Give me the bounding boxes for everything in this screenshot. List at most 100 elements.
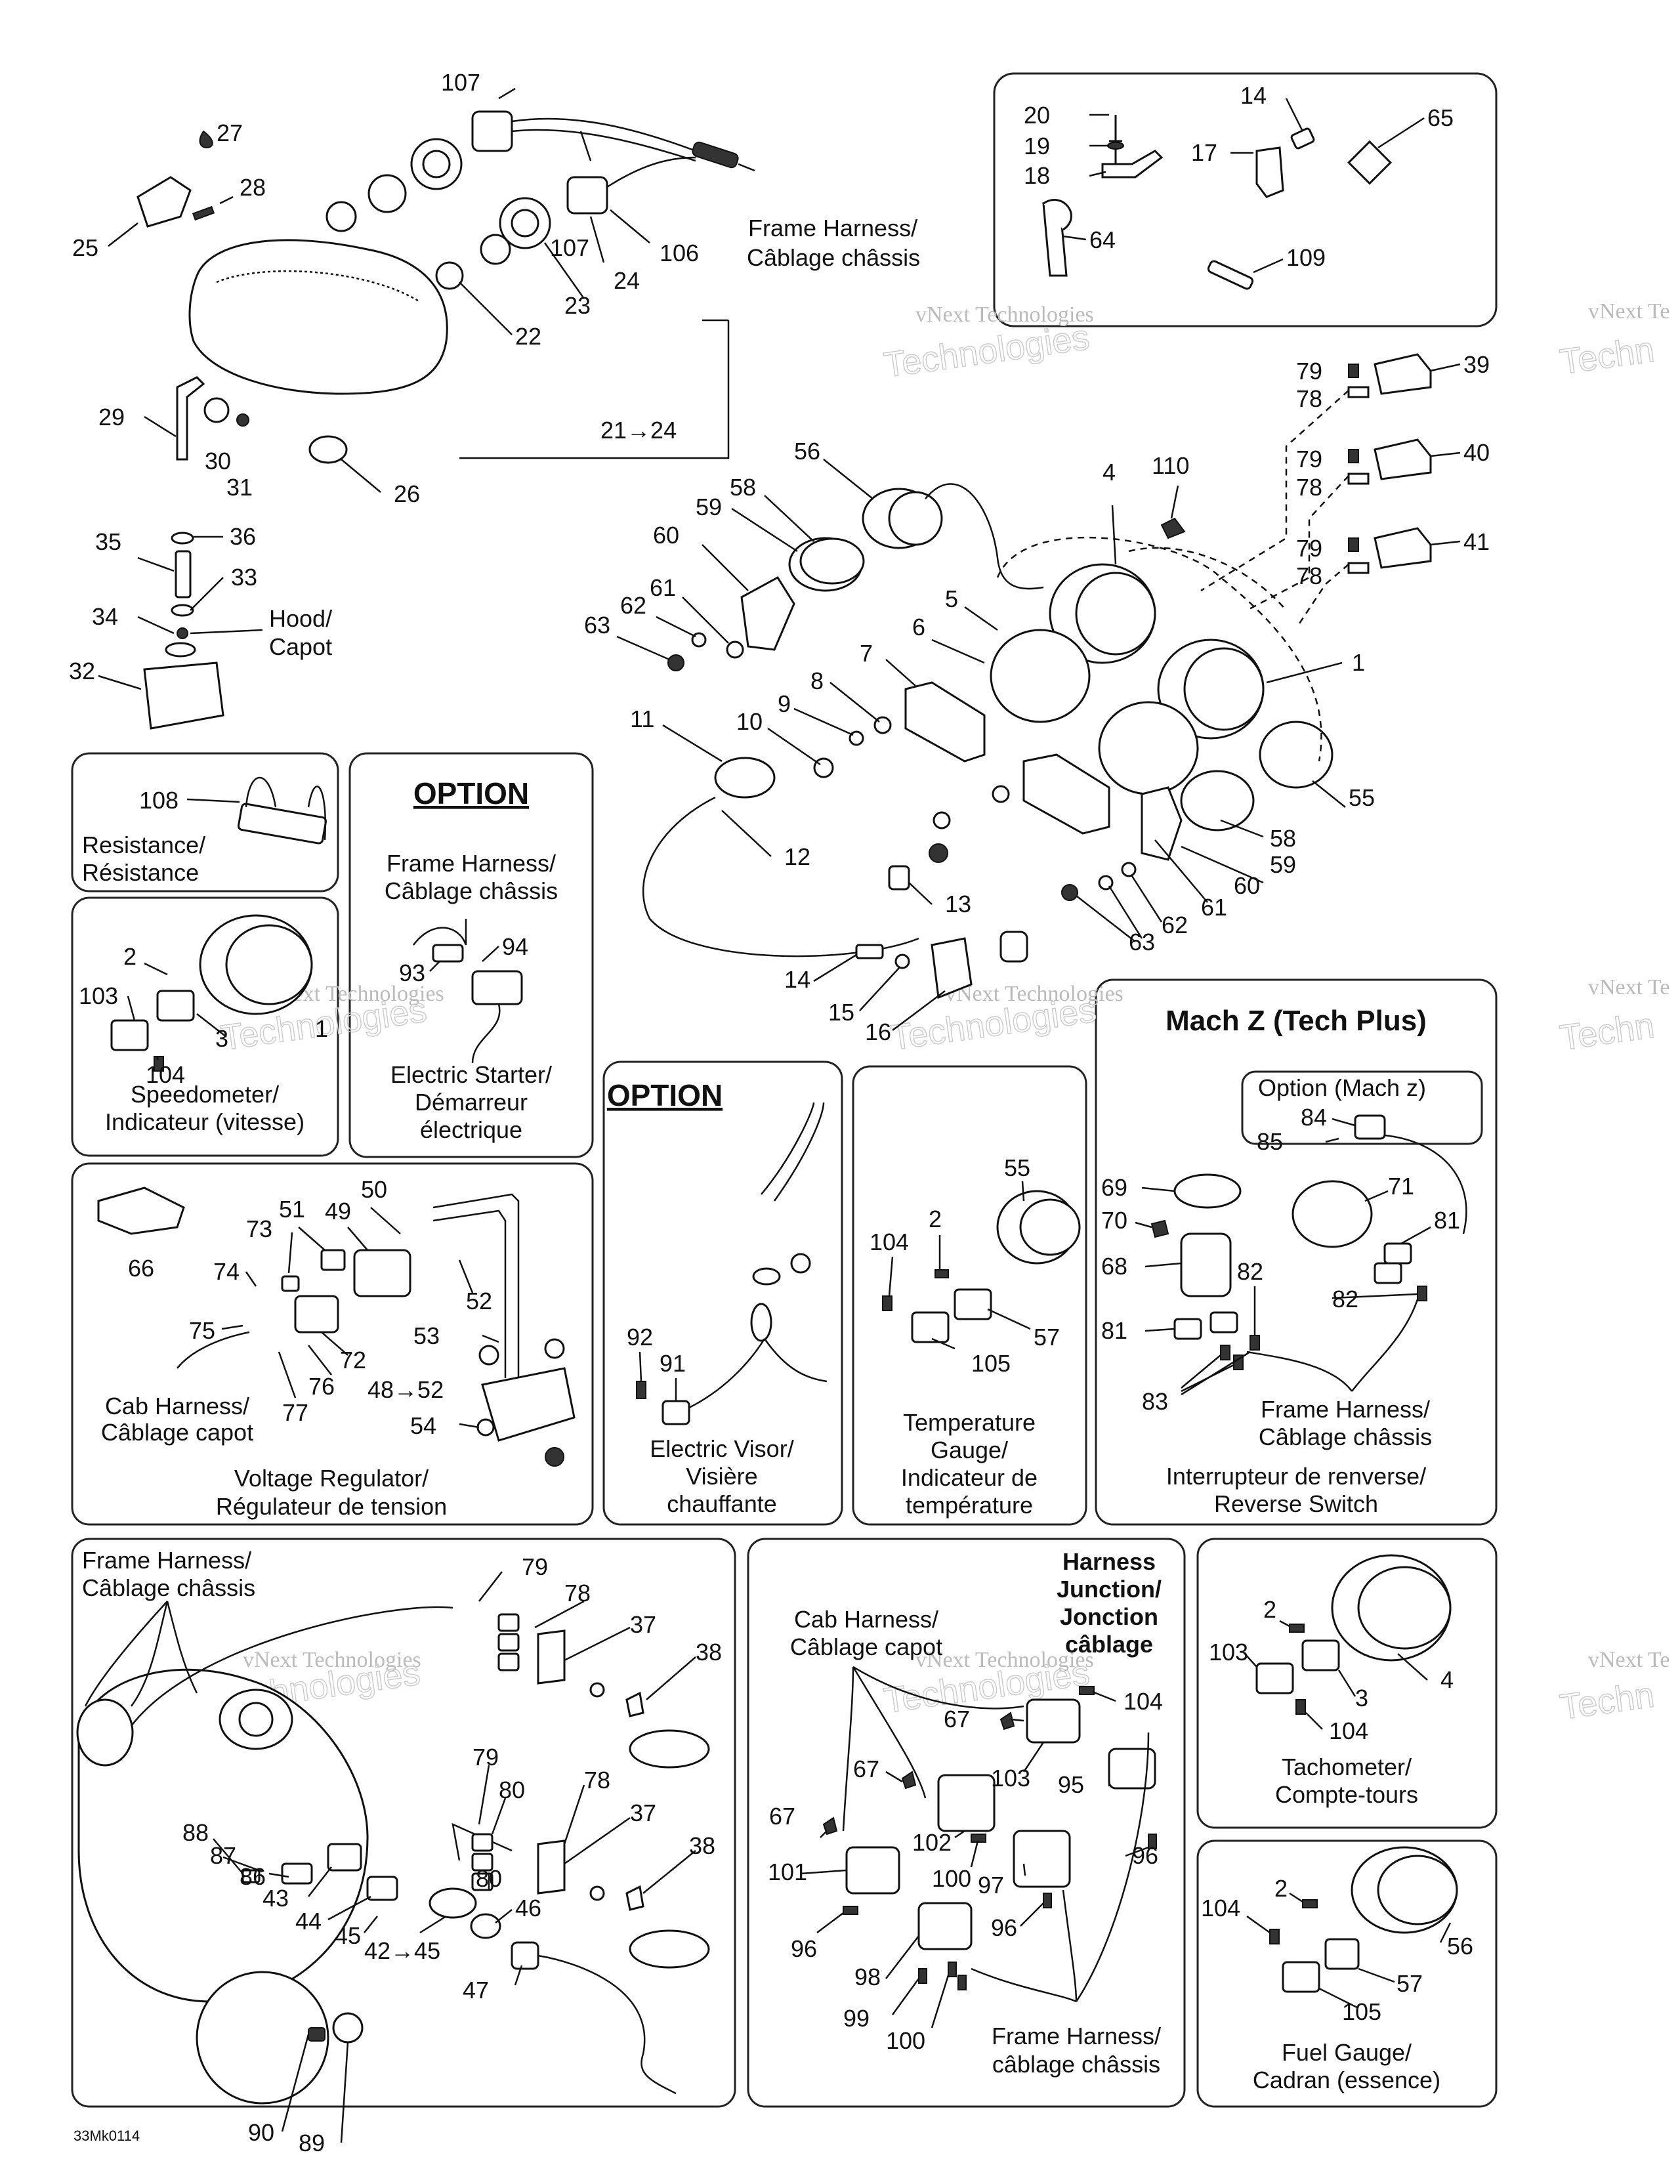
callout-2c: 2	[1263, 1596, 1276, 1623]
callout-59b: 59	[1270, 851, 1296, 878]
callout-49: 49	[325, 1198, 351, 1225]
callout-84: 84	[1301, 1104, 1327, 1131]
bulb-socket	[326, 201, 357, 232]
svg-text:Technologies: Technologies	[881, 318, 1092, 385]
callout-104b: 104	[870, 1228, 909, 1255]
svg-text:Tachometer/: Tachometer/	[1282, 1754, 1412, 1780]
connector-43	[327, 1843, 362, 1872]
callout-95: 95	[1058, 1771, 1084, 1798]
terminal-104b	[882, 1295, 892, 1311]
panel-fuel-gauge	[1196, 1839, 1498, 2108]
callout-110: 110	[1152, 452, 1189, 479]
callout-79e: 79	[472, 1744, 499, 1771]
svg-text:Câblage châssis: Câblage châssis	[385, 877, 558, 904]
bracket-60b	[1141, 786, 1183, 861]
panel-resistance	[71, 752, 339, 892]
callout-96: 96	[1132, 1842, 1158, 1869]
speedometer-panel: Speedometer/ Indicateur (vitesse)	[105, 914, 313, 1135]
fuel-panel: Fuel Gauge/ Cadran (essence)	[1253, 1846, 1458, 2093]
callout-105: 105	[971, 1350, 1011, 1377]
connector-13	[888, 865, 910, 891]
callout-55b: 55	[1004, 1154, 1030, 1181]
callout-19: 19	[1024, 133, 1050, 159]
panel-clamp-parts	[993, 72, 1498, 327]
part-110	[1160, 517, 1186, 539]
callout-100b: 100	[886, 2027, 925, 2054]
callout-1b: 1	[315, 1015, 328, 1042]
clamp-18	[1101, 150, 1164, 178]
callout-2d: 2	[1274, 1875, 1288, 1902]
callout-96c: 96	[791, 1935, 817, 1962]
callout-18: 18	[1024, 162, 1050, 189]
callout-12: 12	[784, 843, 810, 870]
callout-77: 77	[282, 1399, 308, 1426]
callout-71: 71	[1388, 1173, 1414, 1200]
svg-text:Gauge/: Gauge/	[931, 1437, 1008, 1463]
callout-62: 62	[620, 592, 646, 619]
svg-text:Frame Harness/: Frame Harness/	[387, 850, 556, 877]
svg-text:OPTION: OPTION	[413, 776, 529, 810]
callout-104: 104	[146, 1061, 185, 1088]
callout-30: 30	[205, 448, 231, 474]
svg-text:Câblage capot: Câblage capot	[790, 1633, 942, 1660]
callout-20: 20	[1024, 102, 1050, 129]
svg-text:Cab Harness/: Cab Harness/	[105, 1393, 249, 1419]
callout-70: 70	[1101, 1207, 1127, 1234]
temperature-panel: Temperature Gauge/ Indicateur de tempéra…	[882, 1190, 1081, 1519]
svg-text:Fuel Gauge/: Fuel Gauge/	[1282, 2039, 1412, 2066]
part-73	[281, 1275, 300, 1292]
svg-text:câblage: câblage	[1065, 1631, 1153, 1658]
drop-27	[199, 130, 213, 149]
callout-17: 17	[1191, 139, 1217, 166]
callout-94: 94	[502, 933, 528, 960]
pad-65	[1347, 140, 1392, 185]
connector-84	[1354, 1114, 1386, 1140]
callout-7: 7	[860, 640, 873, 667]
leader-lines	[98, 87, 1461, 2143]
panel-harness-junction	[747, 1538, 1186, 2108]
svg-text:température: température	[906, 1492, 1033, 1519]
callout-14: 14	[1240, 82, 1267, 109]
switch-37b	[537, 1839, 566, 1895]
connector-98	[917, 1902, 973, 1950]
connector-47	[511, 1941, 539, 1970]
callout-67: 67	[944, 1706, 970, 1732]
capot-label: Capot	[269, 633, 332, 660]
frame-harness-lower: Frame Harness/ Câblage châssis	[76, 1547, 710, 2105]
grommet-30	[203, 397, 230, 423]
callout-39: 39	[1463, 351, 1490, 378]
callout-4b: 4	[1440, 1666, 1454, 1693]
callout-89: 89	[299, 2130, 325, 2156]
callout-69: 69	[1101, 1174, 1127, 1201]
svg-text:vNext Te: vNext Te	[1588, 1648, 1670, 1672]
svg-text:Reverse Switch: Reverse Switch	[1214, 1490, 1378, 1517]
callout-63: 63	[584, 612, 610, 639]
callout-14b: 14	[784, 966, 810, 993]
callout-40: 40	[1463, 439, 1490, 466]
callout-numbers: 107 27 28 25 107 106 24 23 22 29 30 31 2…	[69, 69, 1490, 2156]
svg-text:Indicateur (vitesse): Indicateur (vitesse)	[105, 1108, 304, 1135]
callout-62b: 62	[1162, 912, 1188, 938]
tube-29	[176, 376, 205, 461]
callout-67c: 67	[769, 1803, 795, 1830]
callout-26: 26	[394, 480, 420, 507]
svg-text:Câblage châssis: Câblage châssis	[82, 1574, 255, 1601]
callout-87: 87	[210, 1842, 236, 1869]
svg-text:Visière: Visière	[686, 1463, 757, 1490]
callout-3c: 3	[1355, 1685, 1368, 1712]
svg-text:Frame Harness/: Frame Harness/	[992, 2023, 1161, 2049]
bulb-socket-2	[435, 261, 464, 290]
callout-68: 68	[1101, 1253, 1127, 1280]
panel-frame-harness-lower	[71, 1538, 736, 2108]
terminal-99	[948, 1962, 957, 1977]
callout-21-24: 21→24	[600, 417, 677, 444]
svg-text:Techn: Techn	[1557, 1005, 1656, 1057]
callout-81b: 81	[1434, 1207, 1460, 1234]
connector-107	[471, 110, 513, 152]
nut-46	[470, 1913, 501, 1939]
panel-temperature-gauge	[852, 1065, 1087, 1526]
svg-text:Temperature: Temperature	[903, 1409, 1036, 1436]
retaining-ring	[368, 174, 407, 213]
callout-57: 57	[1034, 1324, 1060, 1351]
callout-35: 35	[95, 528, 121, 555]
